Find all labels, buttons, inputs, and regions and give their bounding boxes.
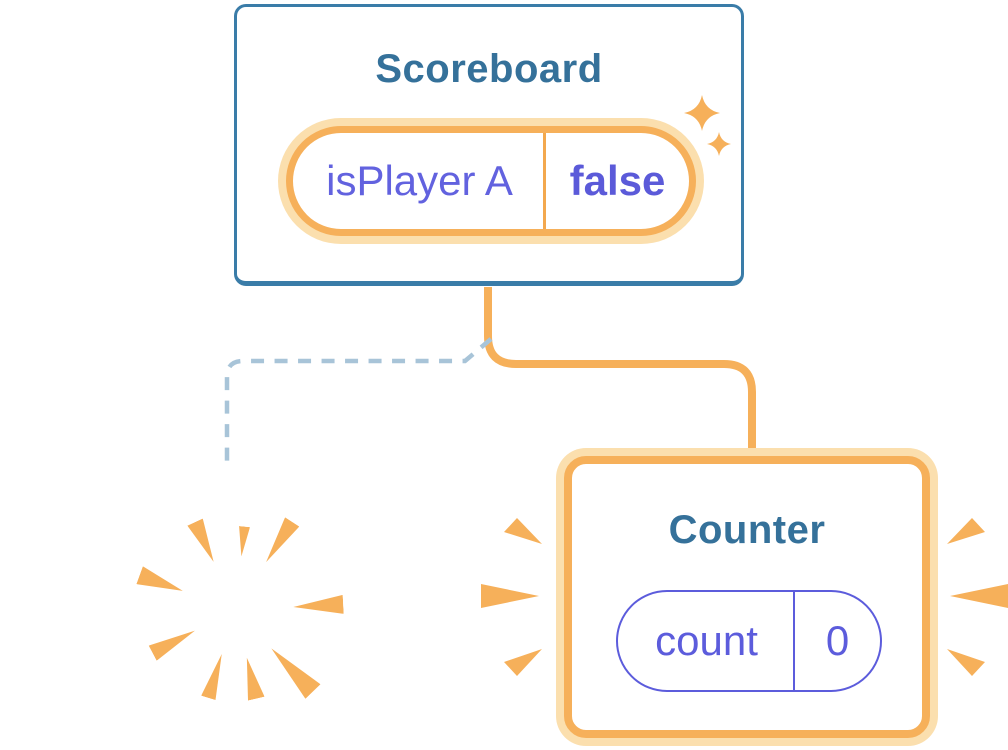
counter-state-pill: count 0 [616, 590, 882, 692]
scoreboard-component-card: Scoreboard isPlayer A false [234, 4, 744, 286]
counter-component-card: Counter count 0 [564, 456, 930, 738]
state-value: false [569, 157, 666, 204]
counter-title: Counter [668, 508, 826, 552]
removed-component-card [83, 455, 365, 727]
burst-rays-icon [127, 455, 365, 501]
solid-connector-line [484, 287, 756, 453]
state-label: count [655, 617, 758, 664]
state-label: isPlayer A [326, 157, 513, 204]
state-value: 0 [825, 617, 850, 664]
pill-divider [543, 133, 546, 229]
dashed-connector-line [224, 337, 493, 464]
scoreboard-title: Scoreboard [375, 47, 603, 91]
pill-divider [793, 592, 795, 690]
scoreboard-state-pill: isPlayer A false [286, 126, 696, 236]
